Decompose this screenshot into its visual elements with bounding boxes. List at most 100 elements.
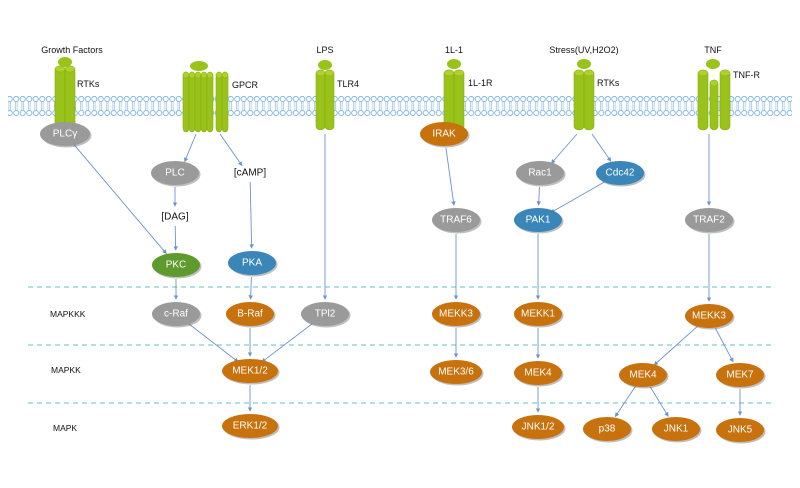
node-label: TPl2: [315, 309, 336, 320]
receptor-label: RTKs: [77, 79, 100, 89]
node-mek7[interactable]: MEK7: [716, 363, 766, 389]
messenger-camp: [cAMP]: [234, 168, 266, 179]
node-label: Cdc42: [606, 168, 635, 179]
receptor-tnfr: [697, 59, 731, 131]
ligand-tnf: [706, 59, 720, 69]
node-braf[interactable]: B-Raf: [226, 302, 276, 328]
node-mekk3a[interactable]: MEKK3: [432, 302, 482, 328]
node-mekk3b[interactable]: MEKK3: [685, 304, 735, 330]
node-label: B-Raf: [237, 309, 263, 320]
receptor-il1r: [443, 59, 465, 131]
edge-rtks-2-cdc42: [591, 133, 612, 162]
edge-plcg-pkc: [73, 144, 167, 255]
node-label: JNK1: [664, 424, 689, 435]
level-dividers: [28, 286, 772, 404]
node-label: p38: [599, 424, 616, 435]
edge-rtks-2-rac1: [550, 133, 578, 164]
ligand-label: LPS: [316, 45, 333, 55]
edge-pka-braf: [248, 276, 253, 300]
level-label-mapk: MAPK: [53, 423, 77, 433]
node-jnk12[interactable]: JNK1/2: [512, 415, 566, 441]
node-cdc42[interactable]: Cdc42: [596, 161, 646, 187]
receptors: [54, 57, 731, 135]
receptor-rtks-1: [54, 57, 76, 135]
receptor-label: TNF-R: [733, 70, 760, 80]
node-label: MEK7: [726, 370, 754, 381]
node-label: JNK1/2: [522, 422, 555, 433]
node-p38[interactable]: p38: [583, 417, 633, 443]
node-mek4a[interactable]: MEK4: [514, 361, 564, 387]
node-label: PKC: [166, 260, 187, 271]
level-label-mapkk: MAPKK: [51, 365, 81, 375]
edge-gpcr-camp: [219, 133, 243, 167]
edge-gpcr-plc: [184, 133, 197, 163]
node-erk12[interactable]: ERK1/2: [222, 414, 280, 440]
node-jnk5[interactable]: JNK5: [716, 418, 766, 444]
node-traf2[interactable]: TRAF2: [685, 208, 735, 234]
receptor-label: RTKs: [597, 78, 620, 88]
receptor-label: 1L-1R: [468, 78, 493, 88]
node-label: IRAK: [432, 129, 456, 140]
node-craf[interactable]: c-Raf: [152, 302, 202, 328]
node-mek4b[interactable]: MEK4: [619, 363, 669, 389]
ligand-il1: [447, 59, 461, 69]
node-plcg[interactable]: PLCγ: [40, 122, 92, 148]
node-pak1[interactable]: PAK1: [514, 208, 564, 234]
edge-mek4b-jnk1: [649, 386, 669, 417]
node-traf6[interactable]: TRAF6: [432, 208, 482, 234]
node-rac1[interactable]: Rac1: [516, 161, 566, 187]
receptor-gpcr: [182, 61, 229, 133]
level-label-mapkkk: MAPKKK: [50, 309, 86, 319]
node-irak[interactable]: IRAK: [420, 122, 470, 148]
ligand-label: Stress(UV,H2O2): [549, 45, 618, 55]
node-mek36[interactable]: MEK3/6: [430, 360, 484, 386]
edge-mekk3b-mek4b: [653, 324, 699, 366]
receptor-tlr4: [315, 60, 335, 131]
edge-mekk3b-mek7: [715, 328, 734, 363]
node-label: PLC: [165, 168, 184, 179]
ligand-label: 1L-1: [445, 45, 463, 55]
node-label: MEK3/6: [438, 367, 474, 378]
ligand-label: Growth Factors: [41, 45, 103, 55]
node-label: c-Raf: [164, 309, 188, 320]
edge-craf-mek12: [186, 322, 239, 363]
node-label: Rac1: [528, 168, 552, 179]
node-label: PLCγ: [53, 129, 77, 140]
node-label: MEK1/2: [232, 366, 268, 377]
node-tpl2[interactable]: TPl2: [301, 302, 351, 328]
node-label: TRAF6: [440, 215, 472, 226]
edge-rac1-pak1: [536, 186, 542, 206]
edge-irak-traf6: [445, 147, 456, 206]
ligand-label: TNF: [704, 45, 722, 55]
node-pkc[interactable]: PKC: [152, 253, 202, 279]
receptor-rtks-2: [573, 59, 595, 131]
edge-mek4b-p38: [614, 386, 636, 418]
node-mek12[interactable]: MEK1/2: [222, 359, 280, 385]
edges: [73, 133, 743, 418]
node-label: PAK1: [526, 215, 551, 226]
node-label: MEKK3: [439, 309, 473, 320]
receptor-label: GPCR: [232, 80, 259, 90]
node-jnk1[interactable]: JNK1: [652, 417, 702, 443]
ligand-gpcr: [190, 61, 208, 71]
node-label: MEKK3: [692, 311, 726, 322]
edge-dag-pkc: [173, 225, 178, 251]
cell-membrane: [8, 96, 792, 116]
node-label: JNK5: [728, 425, 753, 436]
node-label: MEKK1: [521, 309, 555, 320]
node-pka[interactable]: PKA: [228, 251, 278, 277]
edge-camp-pka: [249, 181, 254, 249]
edge-tpl2-mek12: [261, 322, 315, 363]
messenger-dag: [DAG]: [161, 212, 188, 223]
receptor-label: TLR4: [337, 79, 359, 89]
node-label: PKA: [242, 258, 262, 269]
node-mekk1[interactable]: MEKK1: [514, 302, 564, 328]
edge-cdc42-pak1: [550, 179, 609, 213]
node-plc[interactable]: PLC: [151, 161, 201, 187]
node-label: TRAF2: [693, 215, 725, 226]
node-label: ERK1/2: [233, 421, 268, 432]
ligand-growth-factors: [58, 57, 72, 67]
node-label: MEK4: [629, 370, 657, 381]
